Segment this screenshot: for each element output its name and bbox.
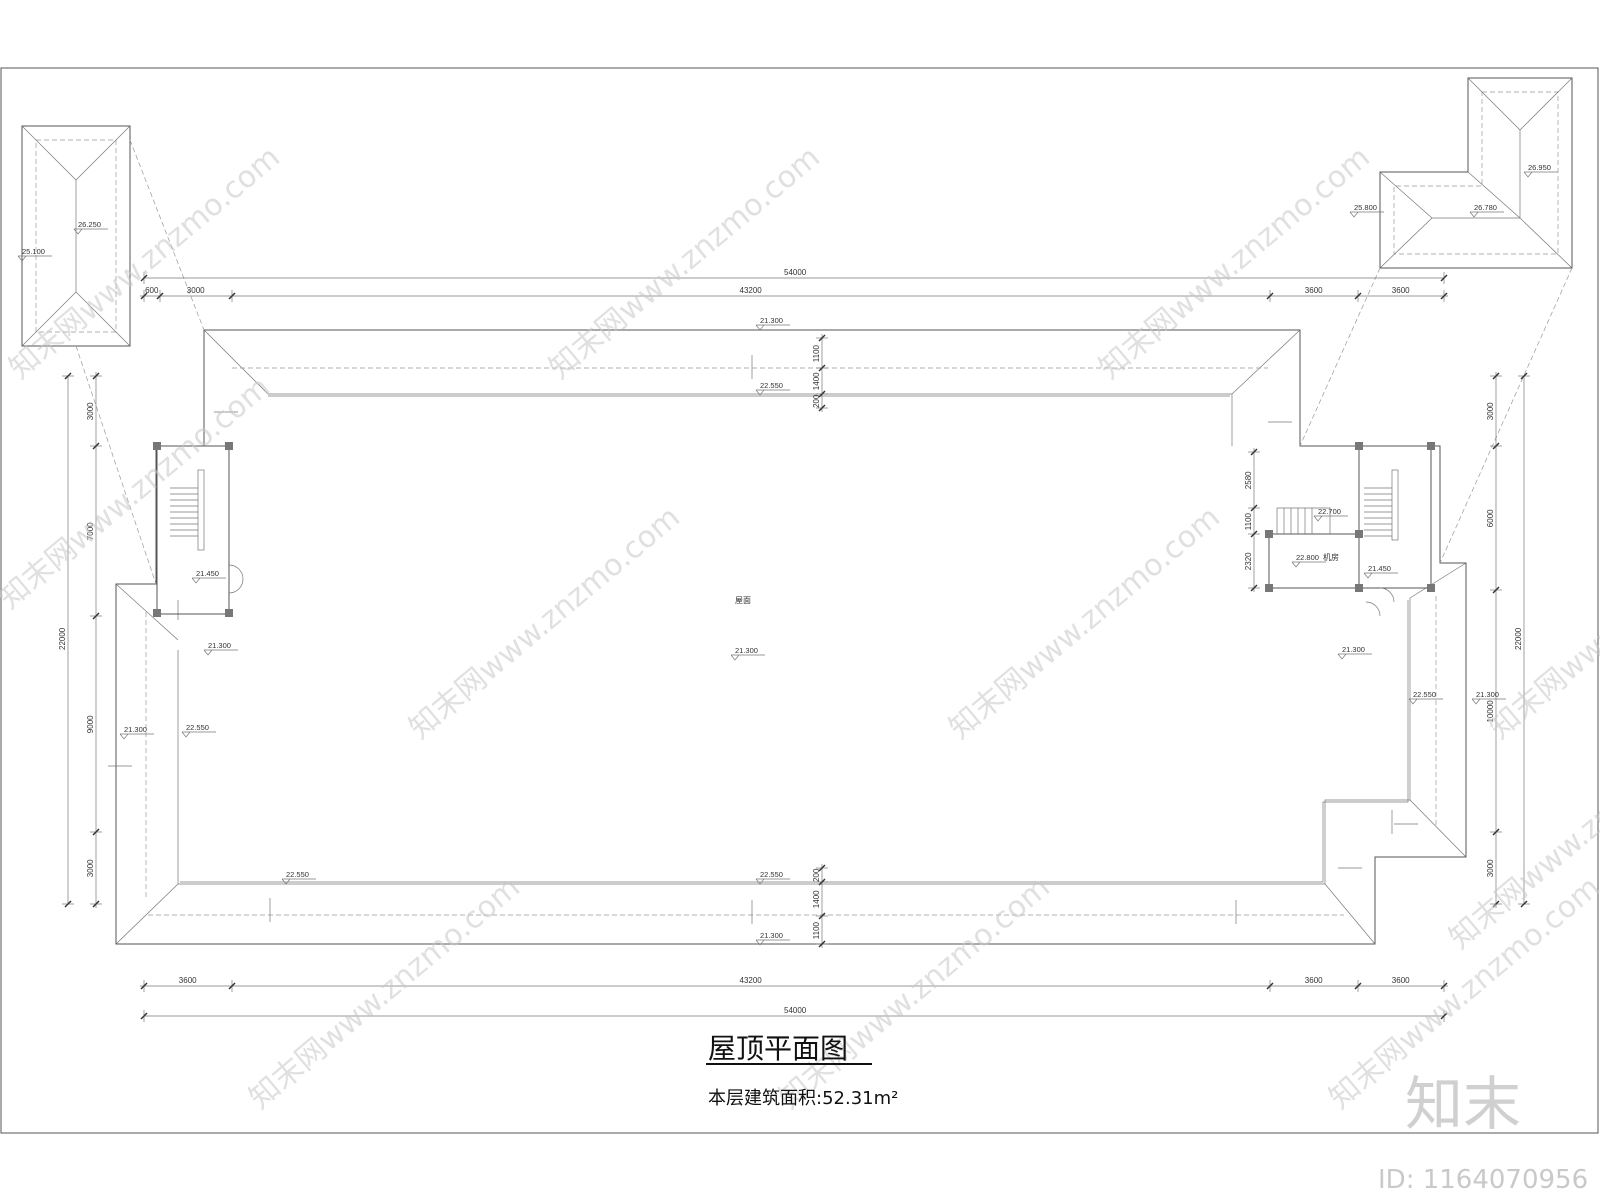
watermark: 知末网www.znzmo.com — [543, 140, 827, 386]
dimension-left-overall: 22000 — [58, 627, 67, 650]
dimension-top: 3000 — [187, 286, 205, 295]
dimension-top: 43200 — [740, 286, 763, 295]
level-mark-detail-left-a: 25.100 — [22, 247, 45, 256]
hip-line — [203, 329, 269, 395]
level-mark-center: 21.300 — [735, 646, 758, 655]
machine-room-label: 机房 — [1323, 552, 1339, 562]
area-caption: 本层建筑面积:52.31m² — [708, 1088, 898, 1109]
dimension-stair-right: 2320 — [1244, 552, 1253, 570]
level-mark-left-stair: 21.450 — [196, 569, 219, 578]
roof-parapet-line — [177, 393, 1411, 885]
hip-line — [1409, 562, 1467, 599]
hip-line — [1409, 799, 1467, 858]
level-mark-right-stair: 21.450 — [1368, 564, 1391, 573]
drawing-title: 屋顶平面图 — [708, 1032, 848, 1065]
hip-line — [1324, 883, 1376, 945]
level-mark-right-outer: 21.300 — [1476, 690, 1499, 699]
dimension-center-top: 200 — [812, 394, 821, 408]
dimension-bottom: 43200 — [740, 976, 763, 985]
sheet-border — [0, 67, 1599, 1134]
dimension-bottom: 3600 — [179, 976, 197, 985]
level-mark-detail-right-a: 25.800 — [1354, 203, 1377, 212]
level-mark-left-inner: 22.550 — [186, 723, 209, 732]
detail-top-right — [1299, 77, 1573, 564]
gutter-dashed-line — [145, 367, 1437, 916]
roof-inner-line — [180, 395, 1409, 883]
dimension-center-top: 1400 — [812, 372, 821, 390]
dimension-right-overall: 22000 — [1514, 627, 1523, 650]
dimension-top: 600 — [145, 286, 159, 295]
dimension-left: 3000 — [86, 402, 95, 420]
dimension-bottom: 3600 — [1305, 976, 1323, 985]
machine-room — [1265, 507, 1363, 592]
roof-outer-outline — [115, 329, 1467, 945]
level-mark-detail-right-b: 26.780 — [1474, 203, 1497, 212]
level-mark-left-mid: 21.300 — [208, 641, 231, 650]
level-mark-ridge-top: 21.300 — [760, 316, 783, 325]
dimension-center-bottom: 200 — [812, 868, 821, 882]
level-mark-eave-top: 22.550 — [760, 381, 783, 390]
level-mark-left-outer: 21.300 — [124, 725, 147, 734]
dimension-right: 3000 — [1486, 402, 1495, 420]
watermark: 知末网www.znzmo.com — [0, 370, 277, 616]
level-mark-right-mid: 21.300 — [1342, 645, 1365, 654]
dimension-right: 10000 — [1486, 700, 1495, 723]
watermark: 知末网www.znzmo.com — [1093, 140, 1377, 386]
brand-logo: 知末 — [1405, 1070, 1521, 1138]
dimension-bottom-overall: 54000 — [784, 1006, 807, 1015]
dimension-left: 7000 — [86, 522, 95, 540]
detail-top-left — [21, 125, 205, 585]
dimension-top: 3600 — [1305, 286, 1323, 295]
dimension-left: 3000 — [86, 859, 95, 877]
dimension-center-top: 1100 — [812, 344, 821, 362]
watermark: 知末网www.znzmo.com — [403, 500, 687, 746]
hip-line — [115, 583, 179, 641]
level-mark-machine-room: 22.800 — [1296, 553, 1319, 562]
level-mark-bottom-left: 22.550 — [286, 870, 309, 879]
level-mark-right-inner: 22.550 — [1413, 690, 1436, 699]
hip-line — [1231, 329, 1301, 395]
dimension-stair-right: 2580 — [1244, 471, 1253, 489]
hip-line — [115, 883, 179, 945]
dimension-center-bottom: 1100 — [812, 921, 821, 939]
dimension-left: 9000 — [86, 715, 95, 733]
watermark: 知末网www.znzmo.com — [943, 500, 1227, 746]
dimension-right: 6000 — [1486, 509, 1495, 527]
level-mark-bottom-mid: 22.550 — [760, 870, 783, 879]
image-id: ID: 1164070956 — [1378, 1165, 1588, 1195]
dimension-top-overall: 54000 — [784, 268, 807, 277]
watermark: 知末网www.znzmo.com — [3, 140, 287, 386]
dimension-center-bottom: 1400 — [812, 890, 821, 908]
dimension-stair-right: 1100 — [1244, 512, 1253, 530]
dimension-right: 3000 — [1486, 859, 1495, 877]
level-mark-bottom-outer: 21.300 — [760, 931, 783, 940]
dimension-bottom: 3600 — [1392, 976, 1410, 985]
dimension-top: 3600 — [1392, 286, 1410, 295]
watermark: 知末网www.znzmo.com — [1483, 500, 1600, 746]
left-stair-core — [153, 442, 244, 617]
watermark: 知末网www.znzmo.com — [243, 870, 527, 1116]
level-mark-detail-left-b: 26.250 — [78, 220, 101, 229]
level-mark-detail-right-c: 26.950 — [1528, 163, 1551, 172]
roof-label: 屋面 — [735, 596, 751, 605]
level-mark-machine-top: 22.700 — [1318, 507, 1341, 516]
